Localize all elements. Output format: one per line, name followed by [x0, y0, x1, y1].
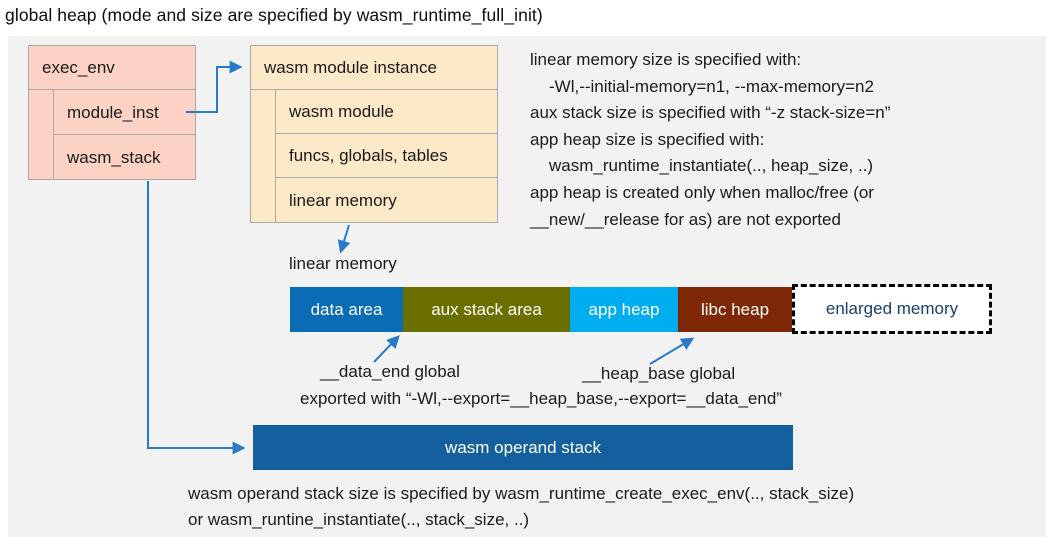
exec-env-row-module-inst: module_inst	[54, 90, 195, 135]
exec-env-rows: module_inst wasm_stack	[53, 90, 195, 180]
note-line: app heap size is specified with:	[530, 129, 765, 149]
notes-bottom: wasm operand stack size is specified by …	[188, 481, 854, 533]
linear-memory-bar: data area aux stack area app heap libc h…	[290, 287, 792, 332]
note-line: __new/__release for as) are not exported	[530, 209, 841, 229]
note-line: or wasm_runtine_instantiate(.., stack_si…	[188, 510, 530, 529]
module-instance-row-wasm-module: wasm module	[276, 90, 497, 134]
segment-data-area: data area	[290, 287, 403, 332]
module-instance-header: wasm module instance	[251, 46, 497, 90]
segment-aux-stack-area: aux stack area	[403, 287, 570, 332]
note-line: wasm operand stack size is specified by …	[188, 484, 855, 503]
data-end-global-label: __data_end global	[320, 362, 460, 381]
note-line: aux stack size is specified with “-z sta…	[530, 103, 891, 123]
module-instance-box: wasm module instance wasm module funcs, …	[250, 45, 498, 223]
segment-libc-heap: libc heap	[678, 287, 792, 332]
note-line: -Wl,--initial-memory=n1, --max-memory=n2	[549, 76, 874, 96]
notes-right: linear memory size is specified with: -W…	[530, 47, 890, 233]
segment-app-heap: app heap	[570, 287, 678, 332]
heap-base-global-label: __heap_base global	[582, 364, 736, 383]
exported-with-label: exported with “-Wl,--export=__heap_base,…	[300, 389, 782, 408]
exec-env-box: exec_env module_inst wasm_stack	[28, 45, 196, 180]
note-line: app heap is created only when malloc/fre…	[530, 182, 874, 202]
segment-enlarged-memory: enlarged memory	[792, 284, 992, 334]
module-instance-rows: wasm module funcs, globals, tables linea…	[275, 90, 497, 223]
linear-memory-label: linear memory	[289, 254, 397, 273]
note-line: linear memory size is specified with:	[530, 50, 802, 69]
exec-env-header: exec_env	[29, 46, 195, 90]
note-line: wasm_runtime_instantiate(.., heap_size, …	[549, 156, 874, 176]
module-instance-row-linear-memory: linear memory	[289, 191, 397, 210]
diagram-title: global heap (mode and size are specified…	[5, 5, 543, 25]
exec-env-row-wasm-stack: wasm_stack	[67, 148, 161, 167]
module-instance-row-funcs-globals-tables: funcs, globals, tables	[276, 134, 497, 178]
wasm-operand-stack-bar: wasm operand stack	[253, 425, 793, 470]
